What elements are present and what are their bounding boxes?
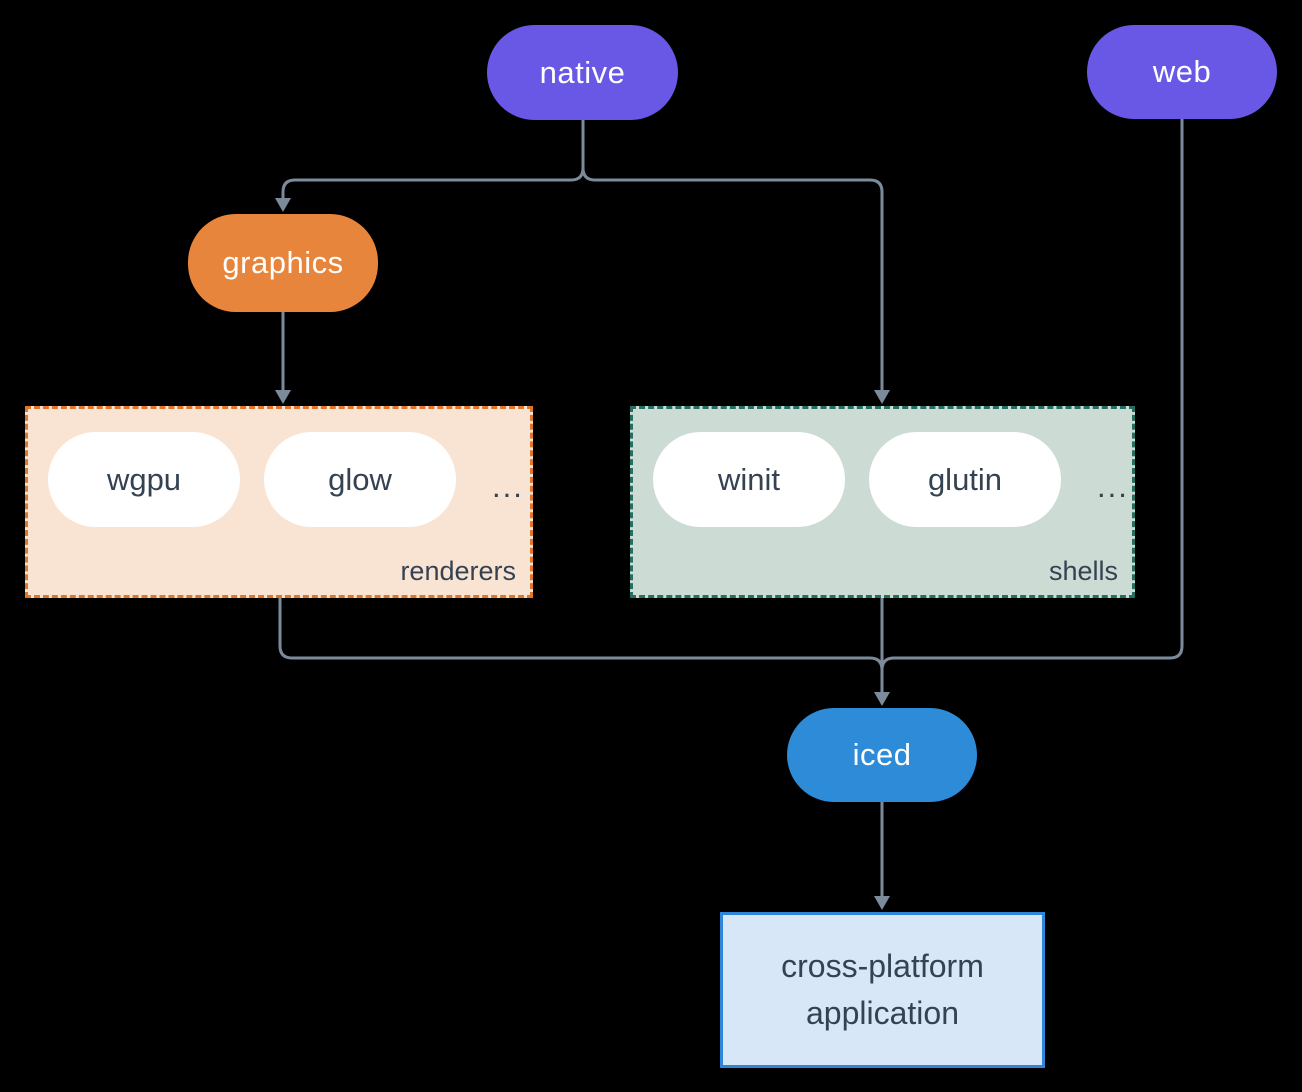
arrowhead-renderers (275, 390, 291, 404)
group-renderers-items: wgpu glow ... (48, 432, 524, 527)
node-glow: glow (264, 432, 456, 527)
node-web: web (1087, 25, 1277, 119)
arrowhead-graphics (275, 198, 291, 212)
node-web-label: web (1152, 54, 1212, 89)
connector-native-to-shells (581, 120, 884, 390)
arrowhead-shells (874, 390, 890, 404)
node-graphics: graphics (188, 214, 378, 312)
node-wgpu-label: wgpu (106, 461, 182, 497)
arrowhead-iced (874, 692, 890, 706)
shells-ellipsis: ... (1097, 468, 1129, 504)
node-glow-label: glow (328, 461, 392, 497)
node-native: native (487, 25, 678, 120)
application-label: cross-platform application (781, 948, 984, 1031)
connector-native-to-graphics (281, 120, 585, 198)
node-graphics-label: graphics (222, 245, 344, 280)
node-winit-label: winit (717, 461, 780, 497)
node-glutin-label: glutin (927, 461, 1003, 497)
group-shells-label: shells (1048, 556, 1118, 586)
node-glutin: glutin (869, 432, 1061, 527)
node-cross-platform-application: cross-platform application (720, 912, 1045, 1068)
group-renderers-label: renderers (400, 556, 516, 586)
node-wgpu: wgpu (48, 432, 240, 527)
node-native-label: native (539, 54, 626, 90)
group-shells: winit glutin ... shells (630, 406, 1135, 598)
group-renderers: wgpu glow ... renderers (25, 406, 533, 598)
node-iced-label: iced (852, 737, 912, 772)
group-shells-items: winit glutin ... (653, 432, 1129, 527)
node-winit: winit (653, 432, 845, 527)
node-iced: iced (787, 708, 977, 802)
arrowhead-application (874, 896, 890, 910)
connector-renderers-to-merge (278, 598, 884, 671)
renderers-ellipsis: ... (492, 468, 524, 504)
